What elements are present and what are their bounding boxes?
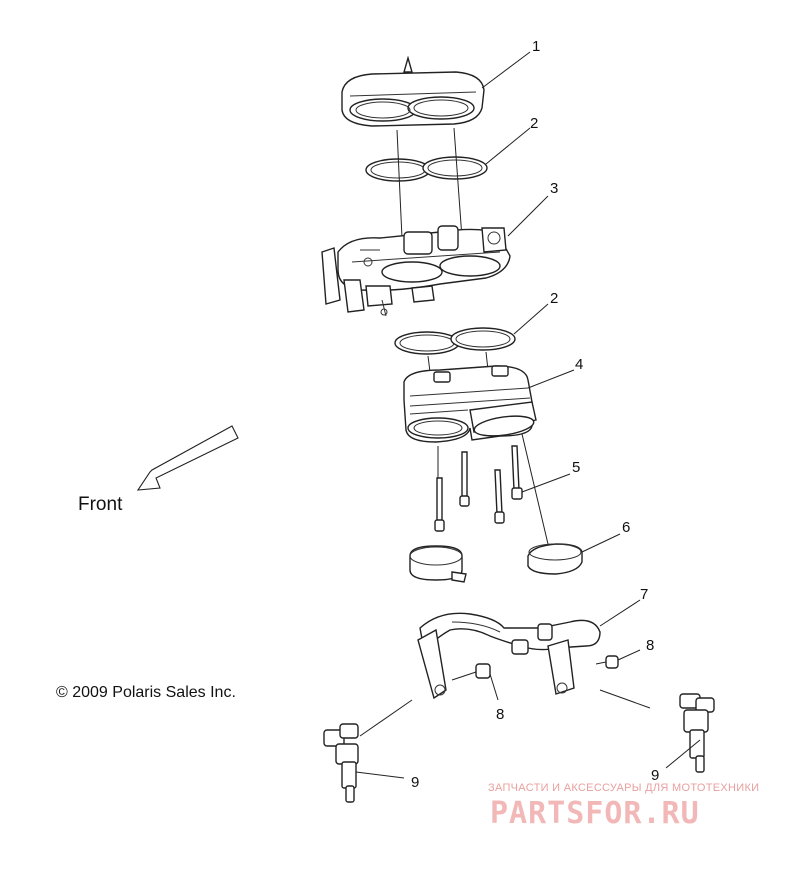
callout-8-left: 8 [496,706,504,723]
copyright-text: © 2009 Polaris Sales Inc. [56,684,236,701]
part-1-plenum-cover [341,55,485,127]
callout-9-right: 9 [651,767,659,784]
part-5-bolts [434,433,549,545]
front-label: Front [78,494,123,515]
callout-3: 3 [550,180,558,197]
injector-alignment-lines [359,689,651,737]
alignment-lines-top [396,127,463,239]
watermark-subtitle: ЗАПЧАСТИ И АКСЕССУАРЫ ДЛЯ МОТОТЕХНИКИ [488,782,759,794]
part-4-intake-boots [403,365,537,443]
part-9-injector-left [323,723,359,803]
front-arrow-icon [136,425,239,491]
callout-6: 6 [622,519,630,536]
part-3-throttle-body [321,225,511,317]
callout-2-upper: 2 [530,115,538,132]
part-2-o-rings-upper [365,156,488,182]
callout-2-lower: 2 [550,290,558,307]
callout-5: 5 [572,459,580,476]
callout-7: 7 [640,586,648,603]
part-6-clamps [409,543,583,583]
callout-4: 4 [575,356,583,373]
callout-8-right: 8 [646,637,654,654]
part-9-injector-right [679,693,715,773]
callout-leaders [355,51,701,779]
part-8-screws [451,655,619,681]
callout-1: 1 [532,38,540,55]
callout-9-left: 9 [411,774,419,791]
part-2-o-rings-lower [394,327,516,355]
watermark-brand: PARTSFOR.RU [490,796,700,831]
part-7-fuel-rail [417,612,601,700]
